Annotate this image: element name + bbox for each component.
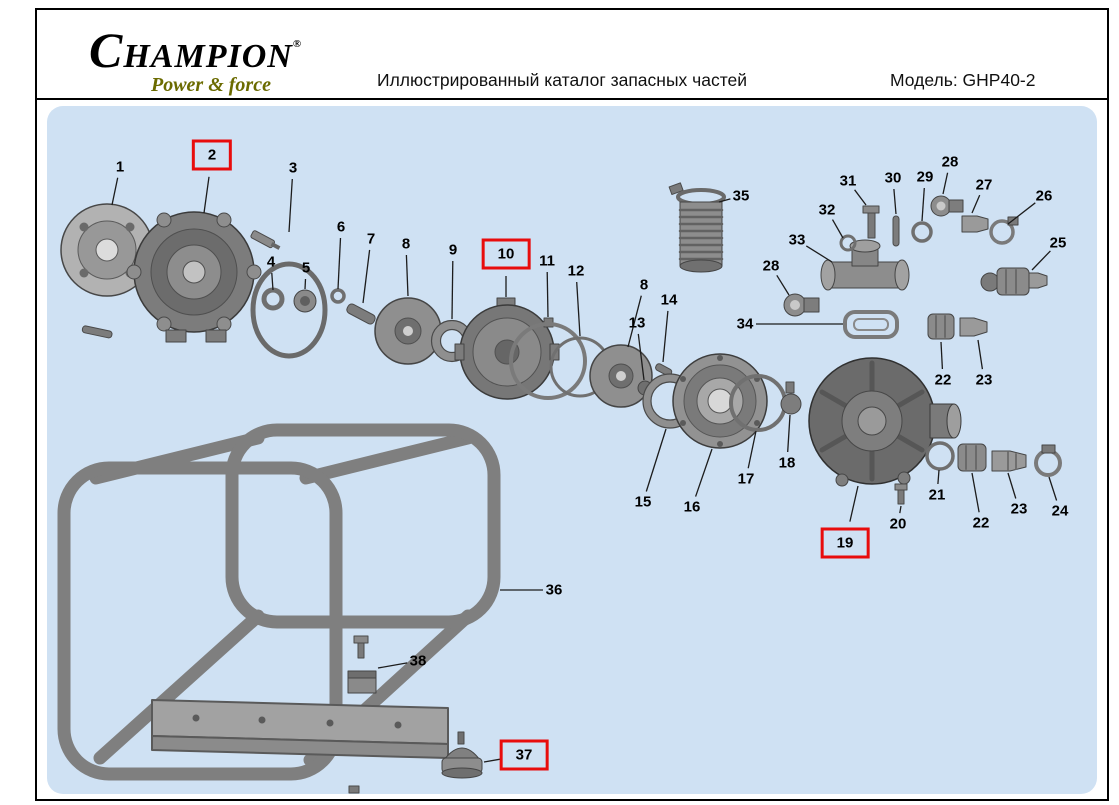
part-callout-36: 36: [545, 581, 563, 599]
part-callout-23: 23: [1010, 500, 1028, 518]
part-callout-8: 8: [639, 276, 649, 294]
part-callout-33: 33: [788, 231, 806, 249]
part-callout-20: 20: [889, 515, 907, 533]
part-callout-25: 25: [1049, 234, 1067, 252]
part-callout-31: 31: [839, 172, 857, 190]
page-title: Иллюстрированный каталог запасных частей: [377, 70, 748, 90]
registered-mark-icon: ®: [292, 38, 303, 50]
champion-logo: CHAMPION® Power & force: [89, 24, 302, 100]
header-divider: [35, 98, 1109, 100]
part-callout-1: 1: [115, 158, 125, 176]
part-callout-9: 9: [448, 241, 458, 259]
part-callout-2: 2: [191, 139, 233, 171]
part-callout-4: 4: [266, 253, 276, 271]
part-callout-24: 24: [1051, 502, 1069, 520]
part-callout-23: 23: [975, 371, 993, 389]
part-callout-19: 19: [820, 527, 870, 559]
model-label: Модель: GHP40-2: [890, 70, 1036, 90]
part-callout-34: 34: [736, 315, 754, 333]
part-callout-38: 38: [409, 652, 427, 670]
part-callout-13: 13: [628, 314, 646, 332]
part-callout-27: 27: [975, 176, 993, 194]
logo-wordmark: CHAMPION®: [89, 24, 302, 77]
part-callout-14: 14: [660, 291, 678, 309]
part-callout-16: 16: [683, 498, 701, 516]
part-callout-22: 22: [972, 514, 990, 532]
part-callout-17: 17: [737, 470, 755, 488]
part-callout-28: 28: [762, 257, 780, 275]
part-callout-18: 18: [778, 454, 796, 472]
part-callout-30: 30: [884, 169, 902, 187]
part-callout-35: 35: [732, 187, 750, 205]
part-callout-11: 11: [539, 252, 555, 270]
part-callout-21: 21: [928, 486, 946, 504]
part-callout-8: 8: [401, 235, 411, 253]
part-callout-6: 6: [336, 218, 346, 236]
part-callout-3: 3: [288, 159, 298, 177]
part-callout-26: 26: [1035, 187, 1053, 205]
part-callout-32: 32: [818, 201, 836, 219]
part-callout-15: 15: [634, 493, 652, 511]
part-callout-22: 22: [934, 371, 952, 389]
part-callout-29: 29: [916, 168, 934, 186]
part-callout-5: 5: [301, 259, 311, 277]
part-callout-37: 37: [499, 739, 549, 771]
part-callout-12: 12: [567, 262, 585, 280]
part-callout-28: 28: [941, 153, 959, 171]
part-callout-7: 7: [366, 230, 376, 248]
part-callout-10: 10: [481, 238, 531, 270]
